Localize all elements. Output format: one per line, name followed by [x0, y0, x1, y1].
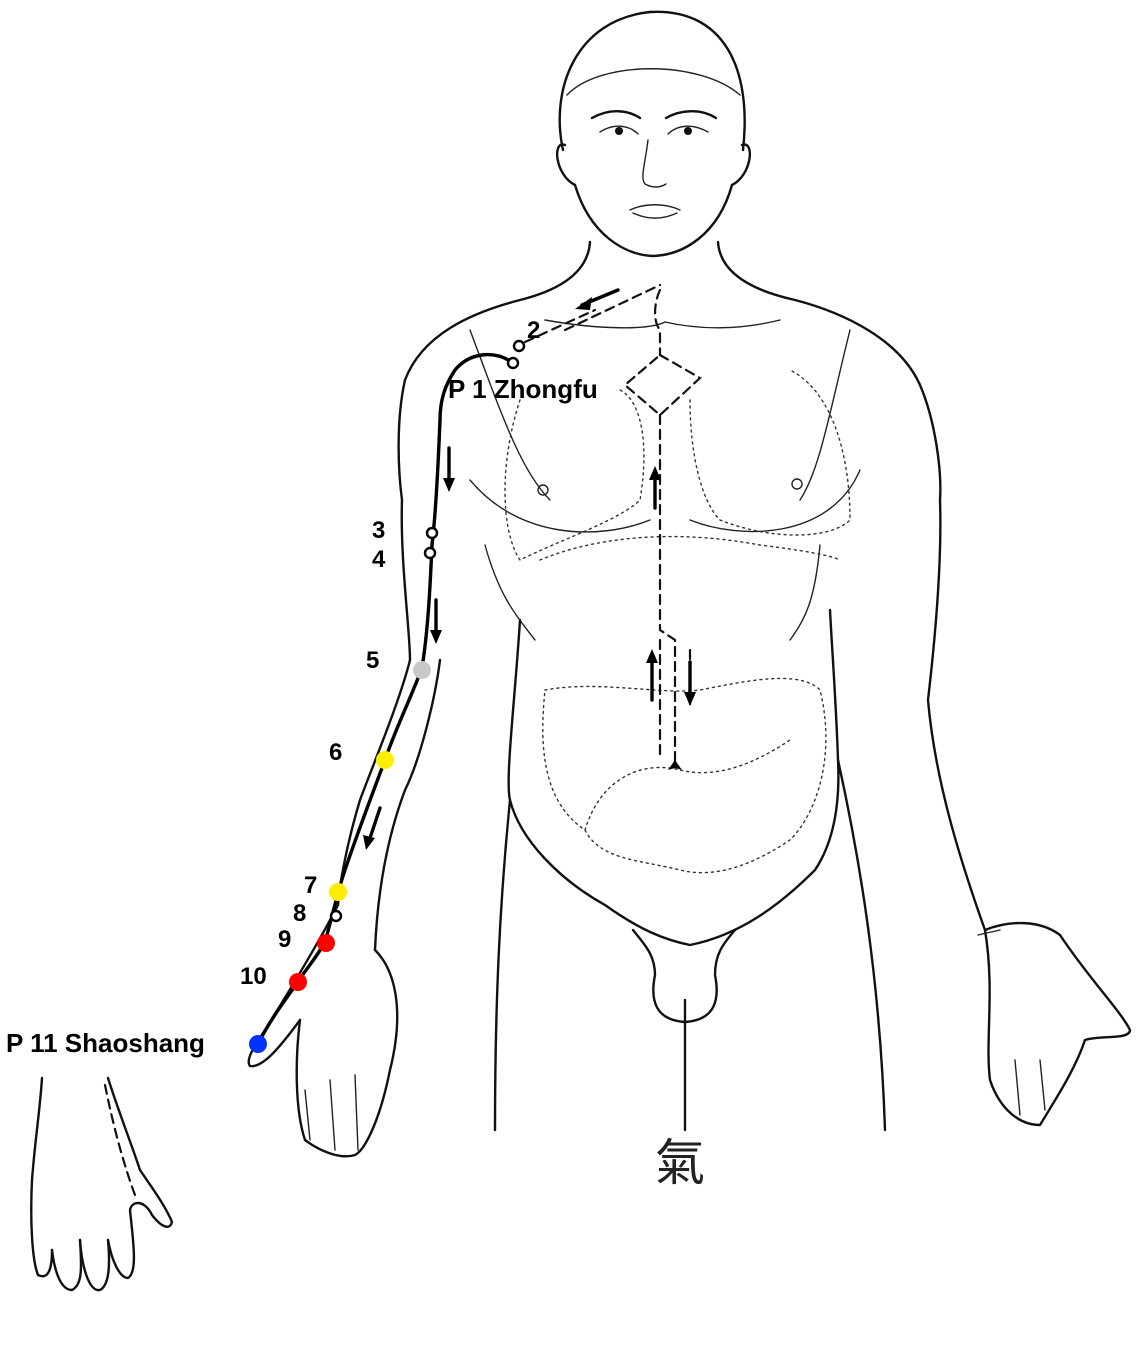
internal-organs — [504, 369, 851, 874]
label-p10: 10 — [240, 963, 267, 990]
head — [556, 10, 751, 258]
left-arm — [247, 658, 442, 1158]
label-p7: 7 — [304, 872, 317, 899]
qi-glyph: 氣 — [655, 1134, 705, 1192]
groin — [631, 928, 737, 1024]
point-p2[interactable] — [512, 339, 526, 353]
inset-hand — [30, 1076, 174, 1292]
flow-arrows — [363, 288, 696, 850]
acupoints — [249, 339, 526, 1053]
label-p11: P 11 Shaoshang — [6, 1028, 205, 1058]
label-p5: 5 — [366, 647, 379, 674]
point-p4[interactable] — [423, 546, 437, 560]
point-p11[interactable] — [249, 1035, 267, 1053]
label-p9: 9 — [278, 926, 291, 953]
label-p8: 8 — [293, 900, 306, 927]
right-arm — [977, 921, 1132, 1127]
label-p6: 6 — [329, 739, 342, 766]
label-p4: 4 — [372, 546, 386, 573]
meridian-external-path — [256, 352, 515, 1046]
point-p1[interactable] — [506, 356, 520, 370]
point-p9[interactable] — [317, 934, 335, 952]
torso — [397, 240, 987, 1132]
point-p8[interactable] — [329, 909, 343, 923]
point-labels: 2 P 1 Zhongfu 3 4 5 6 7 8 9 10 P 11 Shao… — [6, 317, 705, 1192]
point-p10[interactable] — [289, 973, 307, 991]
point-p6[interactable] — [376, 751, 394, 769]
meridian-internal-path — [523, 283, 702, 767]
label-p1: P 1 Zhongfu — [448, 374, 598, 404]
label-p3: 3 — [372, 517, 385, 544]
point-p3[interactable] — [425, 526, 439, 540]
label-p2: 2 — [527, 317, 540, 344]
point-p5[interactable] — [413, 661, 431, 679]
point-p7[interactable] — [329, 883, 347, 901]
